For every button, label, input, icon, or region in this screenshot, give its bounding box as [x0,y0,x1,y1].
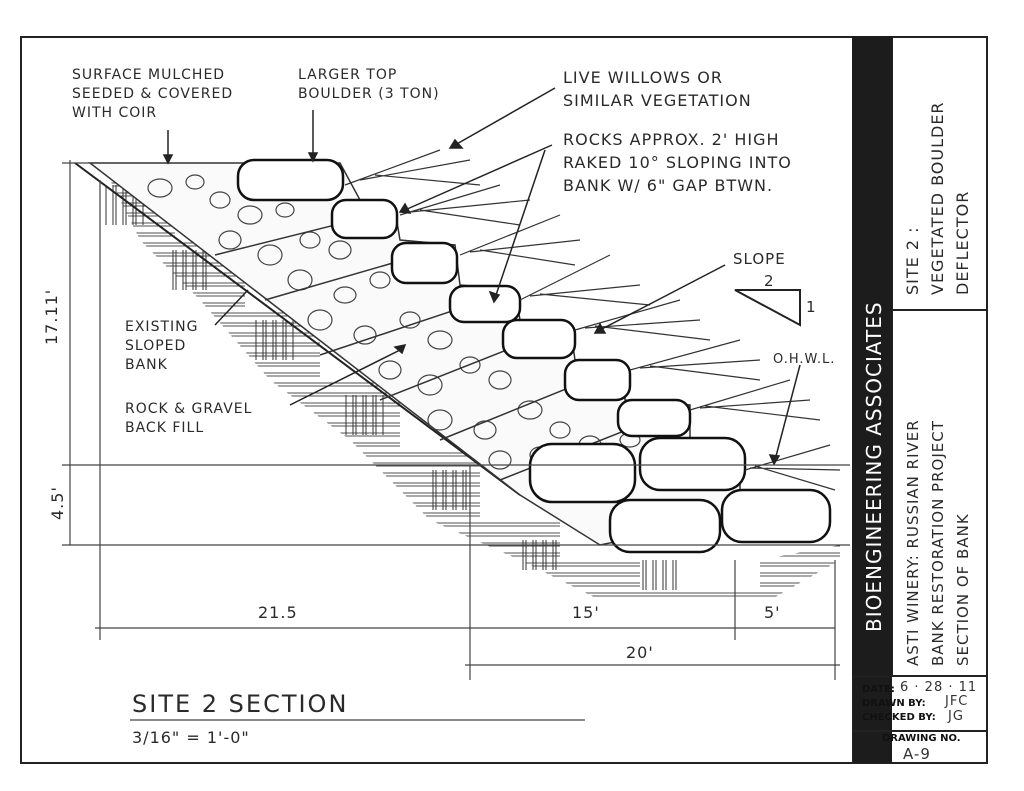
label-rocks-approx-line2: RAKED 10° SLOPING INTO [563,153,792,172]
existing-bank-hatch [105,180,840,600]
label-live-willows-line2: SIMILAR VEGETATION [563,91,752,110]
project-cell [892,310,988,676]
dim-width-total: 20' [626,643,654,662]
label-existing-bank: EXISTING SLOPED BANK [125,318,198,375]
label-slope-rise: 1 [806,298,817,316]
dim-width-b: 15' [572,603,600,622]
label-slope: SLOPE [733,250,786,268]
company-name: BIOENGINEERING ASSOCIATES [862,301,886,632]
label-rocks-approx-line1: ROCKS APPROX. 2' HIGH [563,130,780,149]
label-surface-mulched: SURFACE MULCHED SEEDED & COVERED WITH CO… [72,66,233,123]
project-line-2: BANK RESTORATION PROJECT [929,420,947,666]
checked-by-label: CHECKED BY: [862,712,936,723]
site-line-3: DEFLECTOR [953,190,972,295]
label-existing-bank-line3: BANK [125,357,168,373]
dim-height-upper: 17.11' [42,288,61,345]
label-existing-bank-line2: SLOPED [125,338,187,354]
drawn-by-value: JFC [945,694,969,709]
meta-cell [852,676,988,731]
label-larger-boulder: LARGER TOP BOULDER (3 TON) [298,66,440,104]
site-line-2: VEGETATED BOULDER [928,101,947,295]
drawing-no-value: A-9 [903,745,931,763]
label-surface-mulched-line3: WITH COIR [72,105,158,121]
site-line-1: SITE 2 : [903,226,922,296]
dim-height-lower: 4.5' [48,486,67,520]
drawing-no-cell [852,731,988,764]
date-value: 6 · 28 · 11 [900,680,978,695]
label-surface-mulched-line1: SURFACE MULCHED [72,67,226,83]
dim-width-c: 5' [764,603,781,622]
label-larger-boulder-line2: BOULDER (3 TON) [298,86,440,102]
drawn-by-label: DRAWN BY: [862,698,926,709]
dimension-lines [62,160,850,721]
label-larger-boulder-line1: LARGER TOP [298,67,398,83]
boulders [236,158,832,554]
checked-by-value: JG [948,709,964,724]
section-title: SITE 2 SECTION [132,690,349,718]
label-live-willows-line1: LIVE WILLOWS OR [563,68,723,87]
project-line-1: ASTI WINERY: RUSSIAN RIVER [904,419,922,666]
project-line-3: SECTION OF BANK [954,513,972,666]
date-label: DATE: [862,684,895,695]
label-backfill-line1: ROCK & GRAVEL [125,401,253,417]
willow-vegetation [344,149,841,491]
company-bar [852,36,892,764]
leader-lines [162,87,801,466]
drawing-no-label: DRAWING NO. [882,733,961,744]
label-existing-bank-line1: EXISTING [125,319,199,335]
label-slope-run: 2 [764,272,775,290]
label-live-willows: LIVE WILLOWS OR SIMILAR VEGETATION [563,66,752,112]
existing-slope-line [74,162,521,496]
site-cell [892,36,988,310]
dim-width-a: 21.5 [258,603,298,622]
slope-triangle [734,289,801,327]
label-surface-mulched-line2: SEEDED & COVERED [72,86,234,102]
label-ohwl: O.H.W.L. [773,352,836,367]
label-rocks-approx: ROCKS APPROX. 2' HIGH RAKED 10° SLOPING … [563,128,792,197]
label-rocks-approx-line3: BANK W/ 6" GAP BTWN. [563,176,774,195]
label-backfill: ROCK & GRAVEL BACK FILL [125,400,252,438]
section-scale: 3/16" = 1'-0" [132,728,250,747]
label-backfill-line2: BACK FILL [125,420,205,436]
